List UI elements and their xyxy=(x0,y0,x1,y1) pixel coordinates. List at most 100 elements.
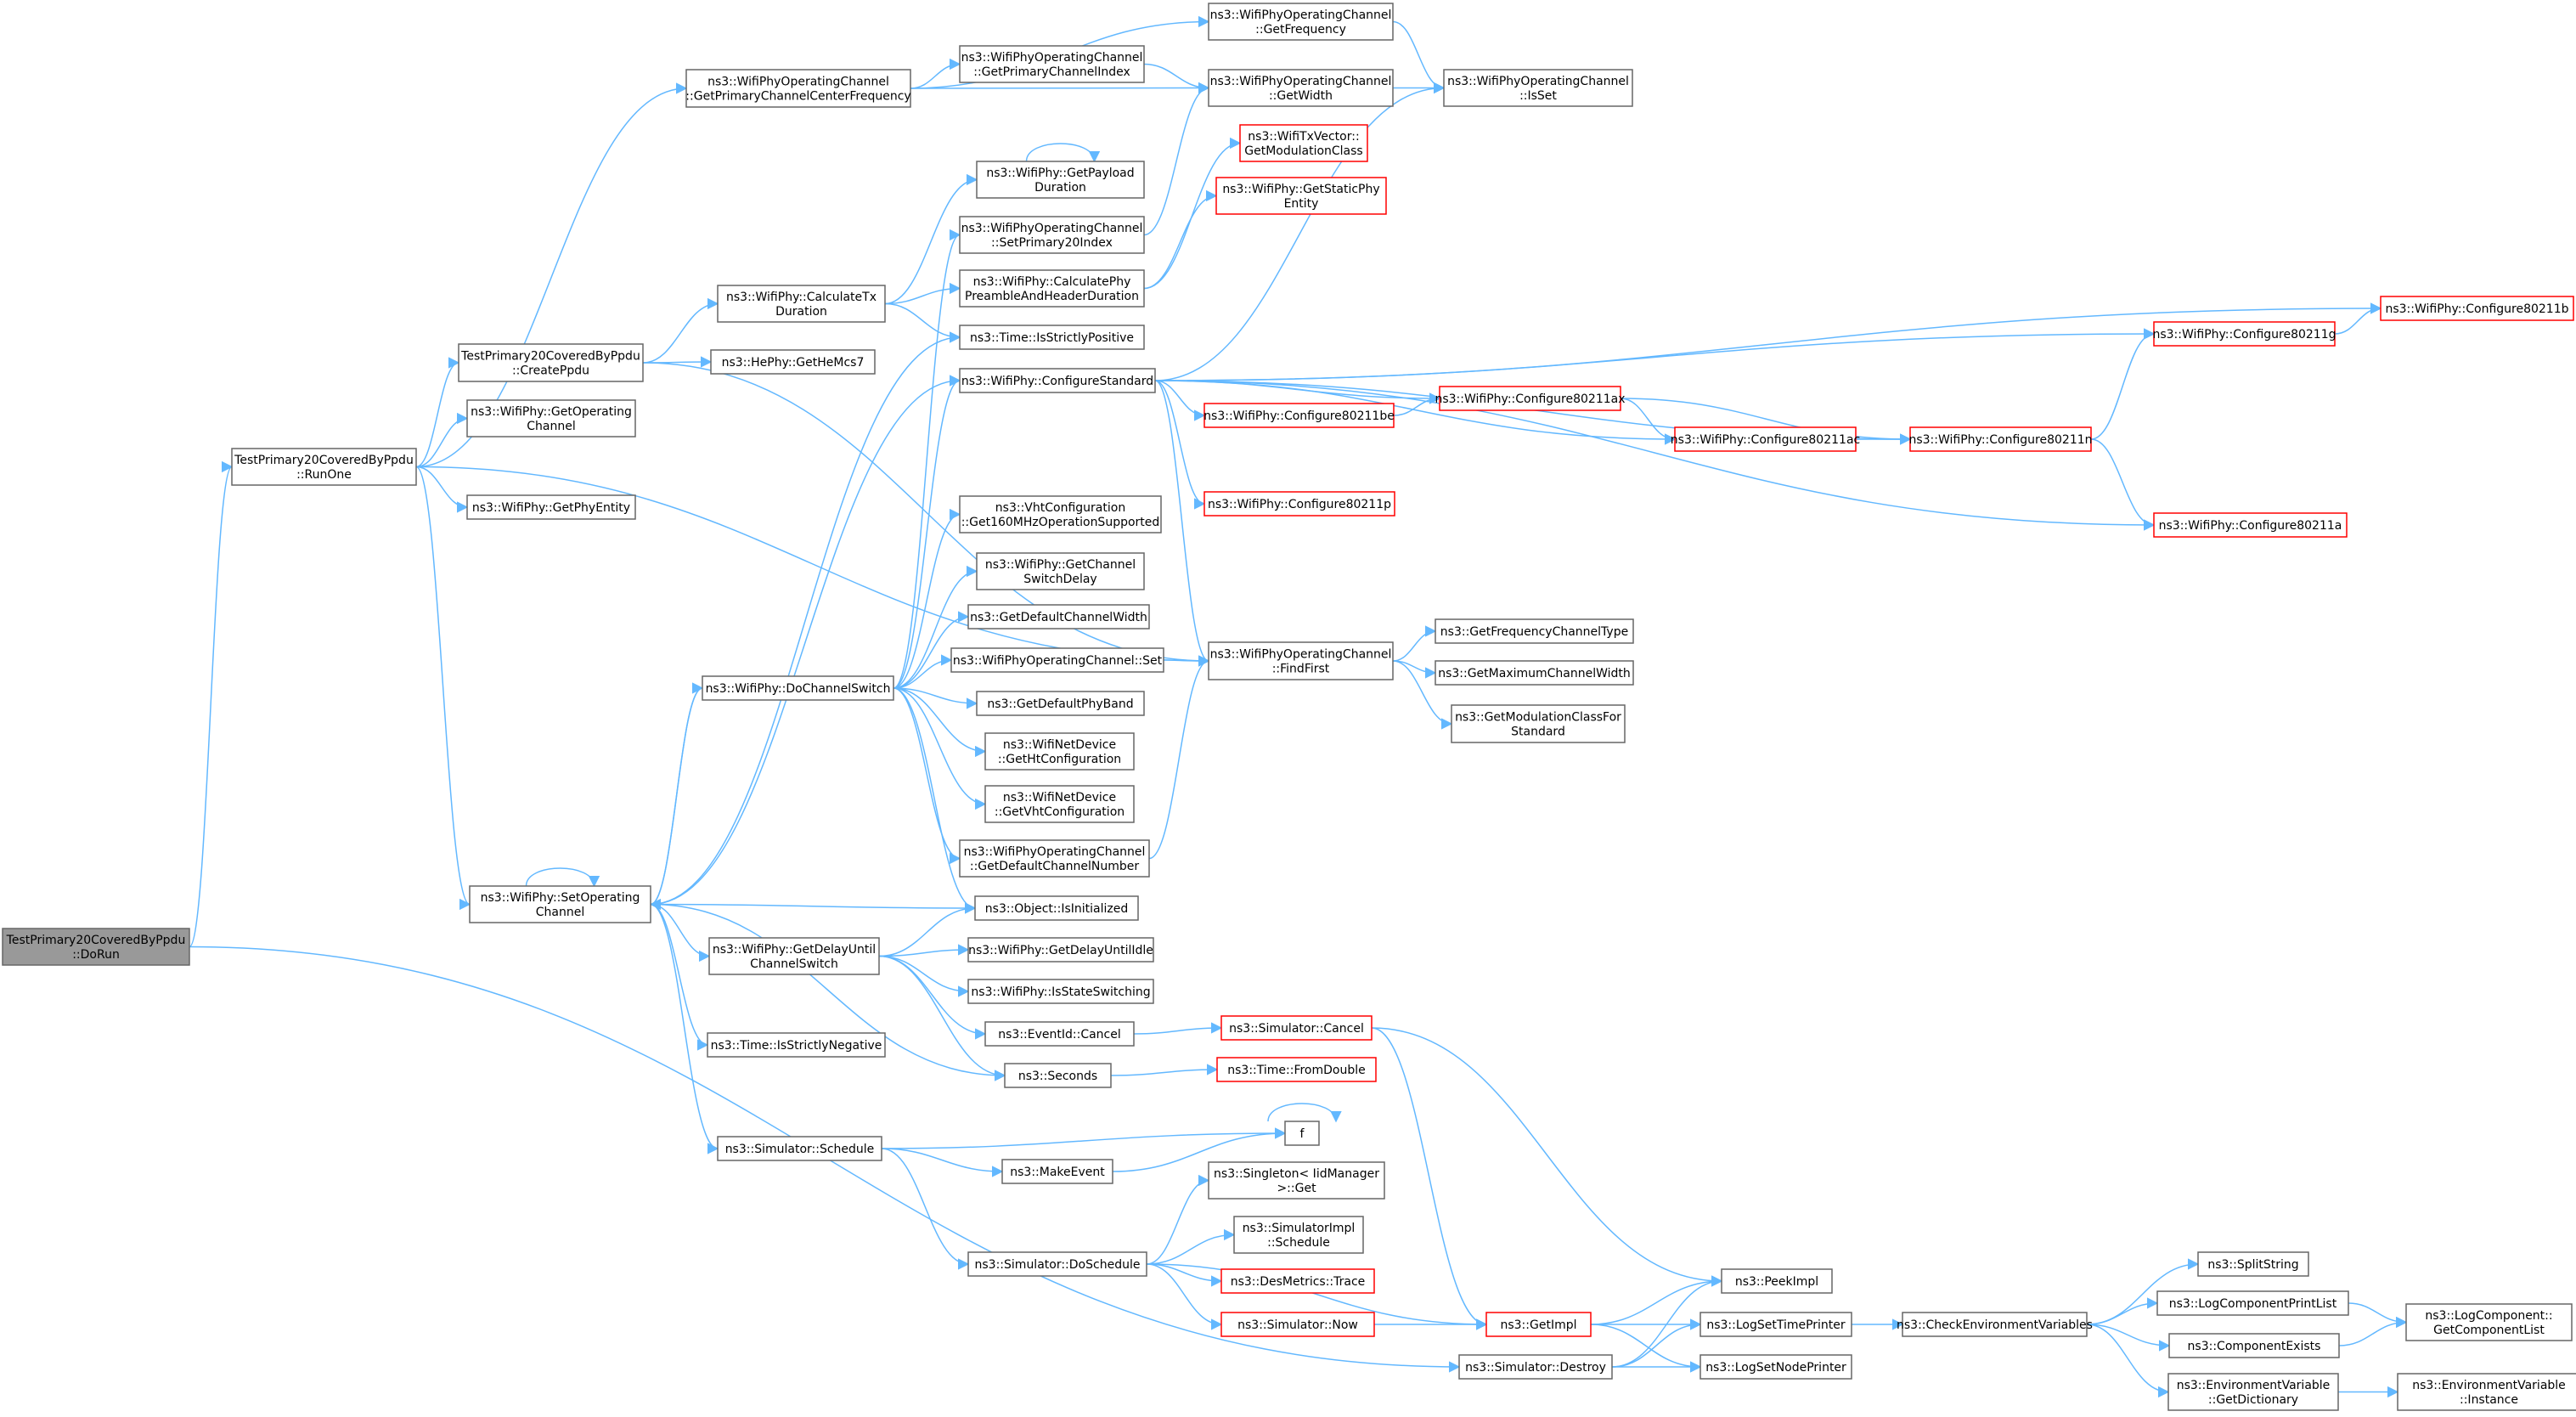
function-node-box[interactable] xyxy=(967,604,1150,629)
function-node[interactable]: ns3::WifiPhy::CalculatePhyPreambleAndHea… xyxy=(959,269,1145,308)
function-node[interactable]: ns3::MakeEvent xyxy=(1001,1159,1113,1184)
function-node-box[interactable] xyxy=(1216,1057,1377,1082)
function-node[interactable]: ns3::Simulator::DoSchedule xyxy=(967,1251,1147,1277)
function-node-box[interactable] xyxy=(959,839,1150,878)
function-node-box[interactable] xyxy=(1215,177,1387,215)
function-node[interactable]: ns3::EventId::Cancel xyxy=(984,1021,1135,1047)
function-node-box[interactable] xyxy=(1435,618,1634,644)
function-node[interactable]: TestPrimary20CoveredByPpdu::RunOne xyxy=(231,448,417,486)
function-node-box[interactable] xyxy=(1674,426,1857,452)
function-node-box[interactable] xyxy=(2168,1333,2340,1358)
function-node-box[interactable] xyxy=(984,732,1135,771)
function-node-box[interactable] xyxy=(976,552,1145,590)
function-node[interactable]: ns3::DesMetrics::Trace xyxy=(1220,1268,1375,1294)
function-node-box[interactable] xyxy=(707,1032,886,1058)
function-node[interactable]: ns3::GetImpl xyxy=(1485,1312,1592,1337)
function-node[interactable]: ns3::WifiPhy::Configure80211b xyxy=(2380,296,2574,321)
function-node-box[interactable] xyxy=(2167,1373,2339,1411)
function-node[interactable]: ns3::WifiPhyOperatingChannel::GetWidth xyxy=(1208,69,1394,107)
function-node[interactable]: ns3::WifiPhyOperatingChannel::GetPrimary… xyxy=(959,45,1145,83)
function-node[interactable]: ns3::WifiPhyOperatingChannel::GetFrequen… xyxy=(1208,3,1394,41)
function-node-box[interactable] xyxy=(1220,1312,1375,1337)
function-node-box[interactable] xyxy=(231,448,417,486)
function-node-box[interactable] xyxy=(2153,321,2336,347)
function-node[interactable]: ns3::EnvironmentVariable::Instance xyxy=(2397,1373,2576,1411)
function-node-box[interactable] xyxy=(1699,1354,1852,1380)
function-node-box[interactable] xyxy=(976,691,1145,716)
function-node-box[interactable] xyxy=(959,216,1145,254)
function-node-box[interactable] xyxy=(959,495,1162,533)
function-node-box[interactable] xyxy=(1239,124,1368,162)
function-node-box[interactable] xyxy=(1721,1268,1833,1294)
function-node[interactable]: ns3::Time::IsStrictlyNegative xyxy=(707,1032,886,1058)
function-node[interactable]: ns3::WifiPhyOperatingChannel::GetDefault… xyxy=(959,839,1150,878)
function-node-box[interactable] xyxy=(967,1251,1147,1277)
function-node-box[interactable] xyxy=(1208,3,1394,41)
function-node-box[interactable] xyxy=(685,69,911,108)
function-node-box[interactable] xyxy=(1208,1161,1385,1200)
function-node-box[interactable] xyxy=(950,647,1164,673)
function-node-box[interactable] xyxy=(967,937,1154,963)
function-node[interactable]: ns3::WifiPhy::Configure80211a xyxy=(2153,512,2348,538)
function-node[interactable]: ns3::Simulator::Schedule xyxy=(717,1136,882,1161)
function-node-box[interactable] xyxy=(1203,403,1395,428)
function-node[interactable]: ns3::WifiPhyOperatingChannel::Set xyxy=(950,647,1164,673)
function-node[interactable]: ns3::LogSetTimePrinter xyxy=(1699,1312,1852,1337)
function-node[interactable]: ns3::WifiPhy::GetPhyEntity xyxy=(466,494,636,520)
function-node-box[interactable] xyxy=(1233,1216,1364,1254)
function-node[interactable]: ns3::WifiPhy::Configure80211ax xyxy=(1435,386,1626,411)
function-node-box[interactable] xyxy=(984,785,1135,823)
function-node-box[interactable] xyxy=(1203,491,1395,517)
function-node[interactable]: ns3::Object::IsInitialized xyxy=(974,895,1139,921)
function-node[interactable]: ns3::WifiPhy::DoChannelSwitch xyxy=(702,675,894,701)
function-node[interactable]: ns3::GetDefaultPhyBand xyxy=(976,691,1145,716)
function-node[interactable]: ns3::Simulator::Destroy xyxy=(1458,1354,1613,1380)
function-node-box[interactable] xyxy=(458,343,644,382)
function-node[interactable]: ns3::WifiPhy::GetDelayUntilIdle xyxy=(967,937,1154,963)
function-node-box[interactable] xyxy=(2,928,190,966)
function-node[interactable]: ns3::Time::FromDouble xyxy=(1216,1057,1377,1082)
function-node-box[interactable] xyxy=(1485,1312,1592,1337)
function-node[interactable]: ns3::Simulator::Now xyxy=(1220,1312,1375,1337)
function-node-box[interactable] xyxy=(708,937,880,975)
function-node[interactable]: ns3::WifiPhy::Configure80211ac xyxy=(1671,426,1860,452)
function-node-box[interactable] xyxy=(710,349,876,375)
function-node-box[interactable] xyxy=(1208,69,1394,107)
function-node-box[interactable] xyxy=(1435,660,1634,686)
function-node-box[interactable] xyxy=(1004,1063,1112,1088)
function-node-box[interactable] xyxy=(976,161,1145,199)
function-node[interactable]: ns3::SplitString xyxy=(2197,1251,2309,1277)
function-node-box[interactable] xyxy=(1909,426,2092,452)
function-node-box[interactable] xyxy=(2156,1290,2349,1316)
function-node[interactable]: ns3::Simulator::Cancel xyxy=(1220,1015,1373,1041)
function-node-box[interactable] xyxy=(2197,1251,2309,1277)
function-node-box[interactable] xyxy=(717,285,886,323)
function-node[interactable]: ns3::Time::IsStrictlyPositive xyxy=(959,325,1145,350)
function-node-box[interactable] xyxy=(959,368,1156,393)
function-node[interactable]: ns3::PeekImpl xyxy=(1721,1268,1833,1294)
function-node-box[interactable] xyxy=(1220,1268,1375,1294)
function-node[interactable]: ns3::LogComponentPrintList xyxy=(2156,1290,2349,1316)
function-node[interactable]: ns3::WifiPhyOperatingChannel::SetPrimary… xyxy=(959,216,1145,254)
function-node[interactable]: ns3::WifiNetDevice::GetHtConfiguration xyxy=(984,732,1135,771)
function-node[interactable]: ns3::WifiPhy::ConfigureStandard xyxy=(959,368,1156,393)
function-node[interactable]: ns3::CheckEnvironmentVariables xyxy=(1897,1312,2093,1337)
function-node[interactable]: ns3::WifiTxVector::GetModulationClass xyxy=(1239,124,1368,162)
function-node-box[interactable] xyxy=(959,269,1145,308)
function-node-box[interactable] xyxy=(2153,512,2348,538)
function-node[interactable]: ns3::GetFrequencyChannelType xyxy=(1435,618,1634,644)
function-node[interactable]: ns3::HePhy::GetHeMcs7 xyxy=(710,349,876,375)
function-node[interactable]: ns3::Seconds xyxy=(1004,1063,1112,1088)
function-node[interactable]: ns3::LogSetNodePrinter xyxy=(1699,1354,1852,1380)
function-node-box[interactable] xyxy=(2405,1303,2573,1341)
function-node-box[interactable] xyxy=(2380,296,2574,321)
function-node[interactable]: ns3::WifiNetDevice::GetVhtConfiguration xyxy=(984,785,1135,823)
function-node-box[interactable] xyxy=(717,1136,882,1161)
